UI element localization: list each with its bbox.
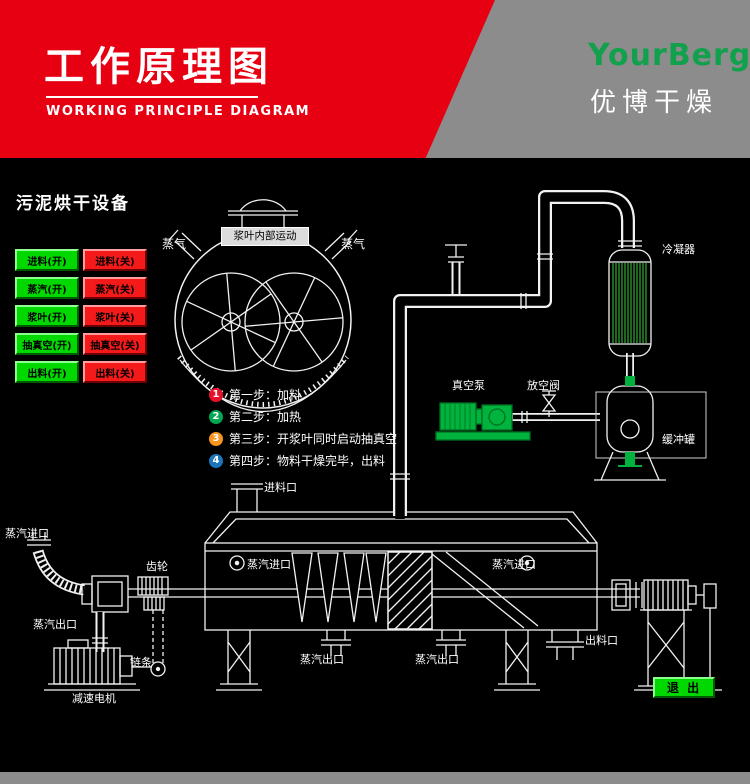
- steam-outlet-bottom-left-label: 蒸汽出口: [300, 653, 344, 666]
- steam-left-label: 蒸气: [162, 237, 187, 251]
- pipe-flanges: [390, 240, 642, 480]
- steam-inlet-left-label: 蒸汽进口: [247, 558, 291, 571]
- buffer-tank-label: 缓冲罐: [662, 433, 695, 446]
- piping: [393, 190, 635, 519]
- title-divider: [46, 96, 258, 98]
- vacuum-off-button[interactable]: 抽真空(关): [83, 333, 147, 355]
- step-3-text: 第三步：开浆叶同时启动抽真空: [229, 432, 398, 446]
- step-1-text: 第一步：加料: [229, 388, 302, 402]
- steam-inlet-right-label: 蒸汽进口: [492, 558, 536, 571]
- step-3-badge: 3: [209, 431, 223, 446]
- left-paddle-icon: [181, 272, 281, 372]
- paddle-on-button[interactable]: 浆叶(开): [15, 305, 79, 327]
- gear-motor-label: 减速电机: [72, 692, 116, 705]
- steam-on-button[interactable]: 蒸汽(开): [15, 277, 79, 299]
- mixer-caption: 浆叶内部运动: [221, 227, 309, 246]
- feed-inlet-label: 进料口: [264, 481, 297, 494]
- discharge-on-button[interactable]: 出料(开): [15, 361, 79, 383]
- vacuum-pump-label: 真空泵: [452, 379, 485, 392]
- step-3: 3 第三步：开浆叶同时启动抽真空: [209, 430, 397, 447]
- feed-off-button[interactable]: 进料(关): [83, 249, 147, 271]
- brand-name-cn: 优博干燥: [590, 88, 719, 118]
- footer-strip: [0, 772, 750, 784]
- buffer-tank-drawing: [594, 376, 707, 481]
- gear-label: 齿轮: [146, 560, 168, 573]
- step-2-badge: 2: [209, 409, 223, 424]
- vent-valve-icon: [541, 390, 557, 417]
- steam-right-label: 蒸气: [341, 237, 366, 251]
- step-2: 2 第二步：加热: [209, 408, 301, 425]
- step-1: 1 第一步：加料: [209, 386, 301, 403]
- step-4: 4 第四步：物料干燥完毕，出料: [209, 452, 385, 469]
- vent-valve-label: 放空阀: [527, 379, 560, 392]
- device-title: 污泥烘干设备: [16, 194, 130, 214]
- brand-logo: YourBerg: [588, 38, 750, 73]
- step-4-text: 第四步：物料干燥完毕，出料: [229, 454, 386, 468]
- red-banner: [0, 0, 495, 158]
- steam-off-button[interactable]: 蒸汽(关): [83, 277, 147, 299]
- steam-outlet-bottom-right-label: 蒸汽出口: [415, 653, 459, 666]
- condenser-drawing: [608, 249, 652, 357]
- discharge-outlet-label: 出料口: [585, 634, 618, 647]
- step-1-badge: 1: [209, 387, 223, 402]
- right-paddle-icon: [244, 272, 344, 372]
- step-4-badge: 4: [209, 453, 223, 468]
- paddle-off-button[interactable]: 浆叶(关): [83, 305, 147, 327]
- vacuum-pump-drawing: [435, 402, 531, 441]
- condenser-label: 冷凝器: [662, 243, 695, 256]
- steam-outlet-left-label: 蒸汽出口: [33, 618, 77, 631]
- page-title: 工作原理图: [44, 44, 274, 90]
- hose-steam-inlet-label: 蒸汽进口: [5, 527, 49, 540]
- page-subtitle: WORKING PRINCIPLE DIAGRAM: [46, 104, 311, 119]
- header: 工作原理图 WORKING PRINCIPLE DIAGRAM YourBerg…: [0, 0, 750, 158]
- discharge-off-button[interactable]: 出料(关): [83, 361, 147, 383]
- pipe-hand-valve-icon: [445, 244, 467, 263]
- exit-button[interactable]: 退 出: [653, 677, 715, 698]
- step-2-text: 第二步：加热: [229, 410, 302, 424]
- feed-on-button[interactable]: 进料(开): [15, 249, 79, 271]
- vacuum-on-button[interactable]: 抽真空(开): [15, 333, 79, 355]
- chain-label: 链条: [130, 656, 152, 669]
